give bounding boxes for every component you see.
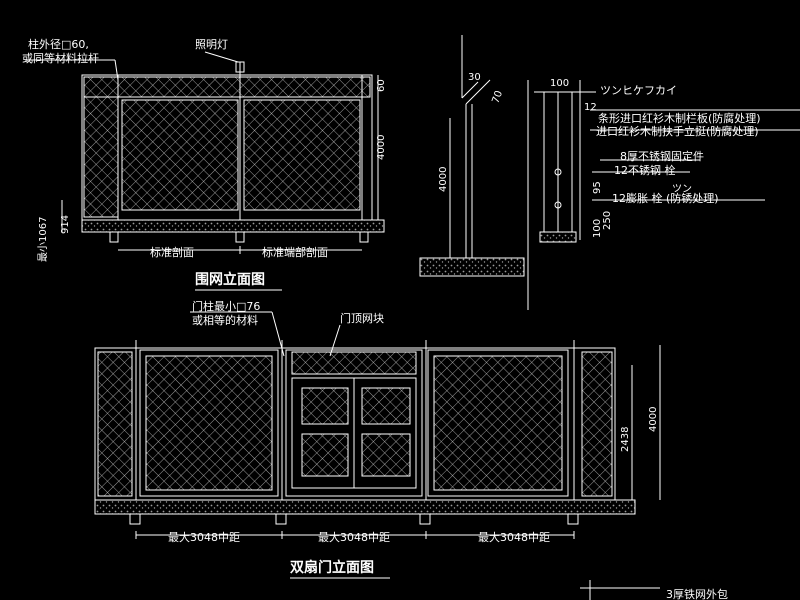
side-mesh-panel bbox=[581, 351, 613, 497]
gate-post-label-1: 门柱最小□76 bbox=[192, 299, 260, 313]
fence-mesh-panel bbox=[121, 99, 239, 211]
fence-mesh-panel bbox=[243, 99, 361, 211]
gate-mesh-panel bbox=[361, 387, 411, 425]
gate-mesh-panel bbox=[361, 433, 411, 477]
post-label-1: 柱外径□60, bbox=[28, 37, 89, 51]
side-mesh-panel bbox=[97, 351, 133, 497]
side-dim-100-top: 100 bbox=[550, 78, 569, 89]
panel-frame bbox=[139, 349, 279, 497]
side-dim-30: 30 bbox=[468, 72, 481, 83]
fence-ground bbox=[81, 219, 385, 233]
dim-height-label: 4000 bbox=[376, 135, 387, 160]
side-dim-100-bottom: 100 bbox=[592, 219, 603, 238]
gate-elevation bbox=[94, 311, 661, 539]
dim-min-label: 最小1067 bbox=[37, 217, 49, 262]
side-dim-70: 70 bbox=[490, 89, 505, 105]
corner-note: 3厚铁网外包 bbox=[666, 588, 728, 600]
section-right-label: 标准端部剖面 bbox=[262, 245, 328, 259]
top-mesh-label: 门顶网块 bbox=[340, 311, 384, 325]
katakana-2: ツン bbox=[672, 184, 692, 195]
dim-top-label: 60 bbox=[376, 79, 387, 92]
side-section bbox=[419, 35, 800, 310]
note-4: 12不锈钢 栓 bbox=[614, 163, 676, 177]
gate-dim-2438: 2438 bbox=[620, 427, 631, 452]
gate-mesh-panel bbox=[301, 433, 349, 477]
fence-elevation bbox=[25, 51, 385, 254]
footing bbox=[235, 231, 245, 243]
bolt bbox=[554, 201, 562, 209]
fence-title: 围网立面图 bbox=[195, 271, 265, 288]
note-1: 条形进口红衫木制栏板(防腐处理) bbox=[598, 111, 761, 125]
gate-ground bbox=[94, 499, 636, 515]
footing bbox=[109, 231, 119, 243]
panel-frame bbox=[427, 349, 569, 497]
span-3-label: 最大3048中距 bbox=[478, 530, 550, 544]
note-2: 进口红衫木制扶手立挺(防腐处理) bbox=[596, 124, 759, 138]
side-dim-250: 250 bbox=[602, 211, 613, 230]
katakana-1: ツンヒケフカイ bbox=[600, 84, 677, 97]
large-mesh-panel bbox=[145, 355, 273, 491]
dim-914-label: 914 bbox=[60, 215, 71, 234]
note-3: 8厚不锈钢固定件 bbox=[620, 149, 704, 163]
section-left-label: 标准剖面 bbox=[150, 245, 194, 259]
span-2-label: 最大3048中距 bbox=[318, 530, 390, 544]
bolt bbox=[554, 168, 562, 176]
light-label: 照明灯 bbox=[195, 38, 228, 51]
side-dim-95: 95 bbox=[592, 181, 603, 194]
gate-mesh-panel bbox=[301, 387, 349, 425]
gate-title: 双扇门立面图 bbox=[290, 559, 374, 576]
footing bbox=[359, 231, 369, 243]
large-mesh-panel bbox=[433, 355, 563, 491]
leader-line bbox=[114, 59, 119, 81]
gate-dim-4000: 4000 bbox=[648, 407, 659, 432]
note-5: 12膨胀 栓 (防锈处理) bbox=[612, 191, 719, 205]
gate-leaf-frame bbox=[285, 349, 423, 497]
section-ground bbox=[419, 257, 525, 277]
side-dim-4000: 4000 bbox=[438, 167, 449, 192]
post-label-2: 或同等材料拉杆 bbox=[22, 51, 99, 65]
corner-detail bbox=[580, 580, 660, 600]
fence-mesh-panel bbox=[83, 76, 119, 218]
fence-top-mesh bbox=[83, 76, 371, 98]
gate-top-mesh bbox=[291, 351, 417, 375]
light-fixture bbox=[235, 61, 245, 73]
span-1-label: 最大3048中距 bbox=[168, 530, 240, 544]
leader-line bbox=[204, 51, 239, 63]
side-dim-12: 12 bbox=[584, 102, 597, 113]
gate-post-label-2: 或相等的材料 bbox=[192, 313, 258, 327]
